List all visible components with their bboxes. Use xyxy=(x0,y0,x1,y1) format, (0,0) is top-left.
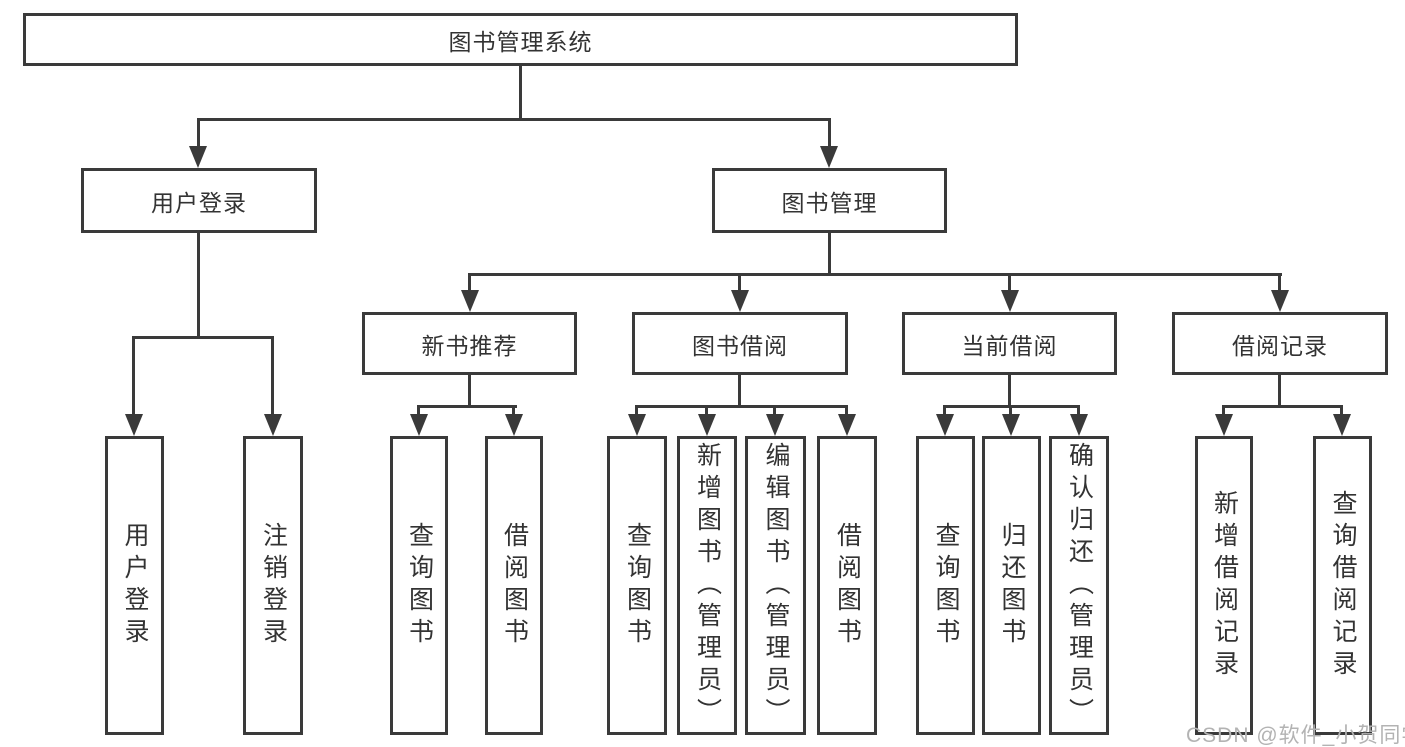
node-new-book-recommend: 新书推荐 xyxy=(362,312,577,375)
node-book-management-branch: 图书管理 xyxy=(712,168,947,233)
arrowhead-down-icon xyxy=(1002,414,1020,436)
connector-line xyxy=(132,336,135,418)
arrowhead-down-icon xyxy=(1333,414,1351,436)
csdn-watermark: CSDN @软件_小贺同学 xyxy=(1186,724,1405,747)
connector-line xyxy=(828,233,831,276)
node-user-login-branch: 用户登录 xyxy=(81,168,317,233)
connector-line xyxy=(1008,273,1011,294)
leaf-user-login: 用户登录 xyxy=(105,436,164,735)
leaf-add-borrow-record: 新增借阅记录 xyxy=(1195,436,1253,735)
leaf-recommend-borrow-books: 借阅图书 xyxy=(485,436,543,735)
arrowhead-down-icon xyxy=(1271,290,1289,312)
leaf-confirm-return-admin: 确认归还（管理员） xyxy=(1049,436,1109,735)
connector-line xyxy=(635,405,847,408)
arrowhead-down-icon xyxy=(461,290,479,312)
arrowhead-down-icon xyxy=(820,146,838,168)
connector-line xyxy=(468,375,471,408)
connector-line xyxy=(1340,405,1343,418)
connector-line xyxy=(132,336,274,339)
leaf-borrow-query-books: 查询图书 xyxy=(607,436,667,735)
leaf-logout: 注销登录 xyxy=(243,436,303,735)
node-borrow-records: 借阅记录 xyxy=(1172,312,1388,375)
connector-line xyxy=(1009,405,1012,418)
connector-line xyxy=(1222,405,1225,418)
connector-line xyxy=(1278,375,1281,408)
connector-line xyxy=(271,336,274,418)
connector-line xyxy=(468,273,471,294)
connector-line xyxy=(197,118,200,150)
connector-line xyxy=(417,405,420,418)
connector-line xyxy=(197,118,831,121)
connector-line xyxy=(417,405,517,408)
arrowhead-down-icon xyxy=(1001,290,1019,312)
arrowhead-down-icon xyxy=(505,414,523,436)
arrowhead-down-icon xyxy=(731,290,749,312)
arrowhead-down-icon xyxy=(189,146,207,168)
arrowhead-down-icon xyxy=(838,414,856,436)
node-root-library-system: 图书管理系统 xyxy=(23,13,1018,66)
connector-line xyxy=(1278,273,1281,294)
connector-line xyxy=(738,273,741,294)
connector-line xyxy=(845,405,848,418)
connector-line xyxy=(519,66,522,121)
arrowhead-down-icon xyxy=(936,414,954,436)
connector-line xyxy=(1008,375,1011,408)
connector-line xyxy=(943,405,946,418)
arrowhead-down-icon xyxy=(698,414,716,436)
node-book-borrow: 图书借阅 xyxy=(632,312,848,375)
leaf-current-query-books: 查询图书 xyxy=(916,436,975,735)
connector-line xyxy=(773,405,776,418)
leaf-query-borrow-record: 查询借阅记录 xyxy=(1313,436,1372,735)
arrowhead-down-icon xyxy=(1215,414,1233,436)
leaf-add-books-admin: 新增图书（管理员） xyxy=(677,436,737,735)
leaf-return-books: 归还图书 xyxy=(982,436,1041,735)
arrowhead-down-icon xyxy=(410,414,428,436)
arrowhead-down-icon xyxy=(628,414,646,436)
connector-line xyxy=(1077,405,1080,418)
connector-line xyxy=(828,118,831,150)
arrowhead-down-icon xyxy=(264,414,282,436)
arrowhead-down-icon xyxy=(125,414,143,436)
connector-line xyxy=(705,405,708,418)
arrowhead-down-icon xyxy=(766,414,784,436)
connector-line xyxy=(197,233,200,339)
leaf-recommend-query-books: 查询图书 xyxy=(390,436,448,735)
leaf-borrow-books: 借阅图书 xyxy=(817,436,877,735)
node-current-borrow: 当前借阅 xyxy=(902,312,1117,375)
leaf-edit-books-admin: 编辑图书（管理员） xyxy=(745,436,806,735)
connector-line xyxy=(1222,405,1343,408)
arrowhead-down-icon xyxy=(1070,414,1088,436)
connector-line xyxy=(468,273,1282,276)
connector-line xyxy=(635,405,638,418)
connector-line xyxy=(512,405,515,418)
connector-line xyxy=(738,375,741,408)
